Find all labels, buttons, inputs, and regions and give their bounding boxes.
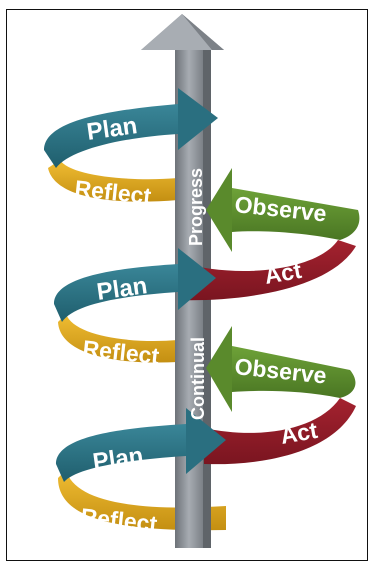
plan-label-1: Plan	[85, 112, 139, 146]
act-label-1: Act	[262, 257, 303, 289]
act-label-2: Act	[278, 417, 319, 449]
reflect-band-2	[58, 314, 178, 363]
plan-label-3: Plan	[91, 442, 145, 476]
act-band-1	[178, 240, 356, 301]
plan-band-3	[56, 408, 226, 482]
reflect-label-2: Reflect	[81, 335, 160, 369]
axis-label-continual: Continual	[188, 337, 208, 420]
reflect-band-1	[48, 160, 178, 202]
act-band-2	[204, 398, 356, 465]
axis-label-progress: Progress	[186, 168, 206, 246]
plan-band-2	[54, 248, 216, 322]
observe-band-1	[206, 168, 360, 252]
plan-band-1	[44, 88, 218, 168]
plan-label-2: Plan	[95, 272, 149, 306]
observe-band-2	[206, 326, 356, 412]
